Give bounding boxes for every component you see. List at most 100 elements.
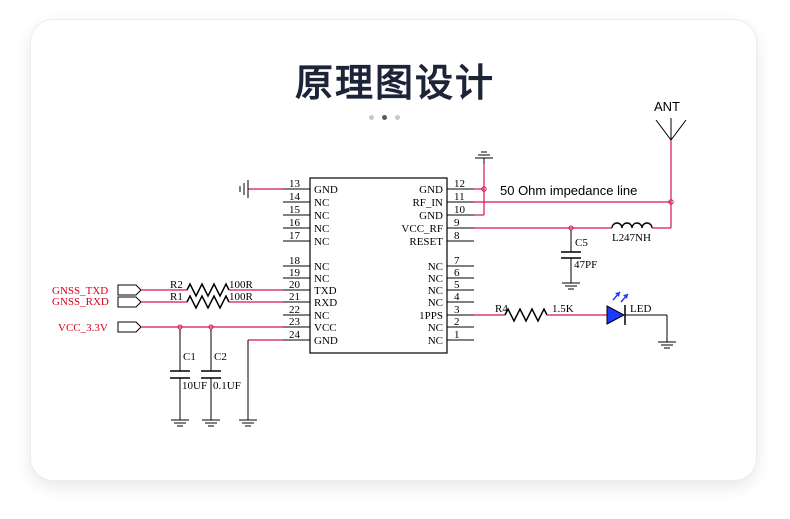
ground-icon [657, 341, 677, 349]
pin-name: TXD [314, 285, 337, 297]
pin-name: NC [314, 223, 329, 235]
pps-line: R4 1.5K LED [474, 291, 677, 349]
antenna-icon: ANT [654, 99, 687, 141]
port-arrow-icon [117, 284, 142, 296]
c2-value: 0.1UF [213, 380, 241, 392]
l2-ref: L2 [612, 232, 624, 244]
ground-icon [238, 419, 258, 427]
pin-21: 21 RXD [283, 291, 337, 309]
pin-16: 16 NC [283, 217, 329, 235]
ground-icon [201, 419, 221, 427]
led-ref: LED [630, 303, 651, 315]
pin-number: 1 [454, 329, 460, 341]
antenna-ref: ANT [654, 99, 680, 114]
pin-name: NC [314, 236, 329, 248]
pin-19: 19 NC [283, 267, 329, 285]
pin-13: 13 GND [283, 178, 338, 196]
pin-name: RF_IN [412, 197, 443, 209]
vcc-rf-line: L2 47NH C5 47PF [474, 222, 671, 290]
capacitor-c2: C2 0.1UF [201, 329, 241, 427]
net-gnss-rxd: GNSS_RXD R1 100R [52, 291, 283, 310]
pin-3: 3 1PPS [419, 304, 474, 322]
gnd-wire-24 [238, 339, 283, 427]
port-arrow-icon [117, 321, 142, 333]
pin-name: NC [428, 261, 443, 273]
r2-ref: R2 [170, 279, 183, 291]
ground-icon [239, 180, 249, 198]
r1-value: 100R [229, 291, 254, 303]
pin-name: NC [428, 297, 443, 309]
pin-6: 6 NC [428, 267, 474, 285]
pin-name: NC [428, 285, 443, 297]
pin-number: 4 [454, 291, 460, 303]
pin-name: NC [314, 210, 329, 222]
pin-name: NC [428, 322, 443, 334]
pin-11: 11 RF_IN [412, 191, 474, 209]
c5-value: 47PF [574, 259, 597, 271]
pin-number: 23 [289, 316, 301, 328]
ground-icon [475, 151, 493, 159]
junction-dot [481, 186, 487, 192]
pin-24: 24 GND [283, 329, 338, 347]
port-arrow-icon [117, 296, 142, 308]
carousel-dot-active[interactable] [382, 115, 387, 120]
page-title: 原理图设计 [294, 61, 495, 105]
c2-ref: C2 [214, 351, 227, 363]
pin-number: 16 [289, 217, 301, 229]
pin-number: 21 [289, 291, 300, 303]
ground-icon [170, 419, 190, 427]
r2-value: 100R [229, 279, 254, 291]
carousel-dot[interactable] [395, 115, 400, 120]
pin-17: 17 NC [283, 230, 329, 248]
pin-name: GND [314, 184, 338, 196]
pin-name: GND [314, 335, 338, 347]
pin-name: NC [428, 273, 443, 285]
rf-line: 50 Ohm impedance line [474, 140, 674, 228]
pin-23: 23 VCC [283, 316, 337, 334]
c5-ref: C5 [575, 237, 588, 249]
r4-value: 1.5K [552, 303, 574, 315]
pin-number: 6 [454, 267, 460, 279]
r1-ref: R1 [170, 291, 183, 303]
resistor-r4-icon [504, 307, 548, 323]
pin-name: NC [314, 310, 329, 322]
pin-name: 1PPS [419, 310, 443, 322]
pin-number: 18 [289, 255, 301, 267]
pin-10: 10 GND [419, 204, 474, 222]
right-pin-group: 12 GND 11 RF_IN 10 GND 9 VCC_RF 8 RESET … [401, 178, 474, 347]
content-card [31, 20, 756, 480]
pin-1: 1 NC [428, 329, 474, 347]
pin-12: 12 GND [419, 178, 474, 196]
pin-name: NC [314, 197, 329, 209]
impedance-annotation: 50 Ohm impedance line [500, 183, 637, 198]
net-vcc: VCC_3.3V [58, 321, 283, 334]
pin-name: NC [314, 261, 329, 273]
pin-name: RESET [409, 236, 443, 248]
pin-name: VCC [314, 322, 337, 334]
resistor-r1-icon [186, 294, 230, 310]
pin-22: 22 NC [283, 304, 329, 322]
pin-number: 9 [454, 217, 460, 229]
pin-number: 20 [289, 279, 301, 291]
net-gnss-txd: GNSS_TXD R2 100R [52, 279, 283, 298]
ground-icon [561, 282, 581, 290]
pin-number: 13 [289, 178, 301, 190]
pin-number: 2 [454, 316, 460, 328]
resistor-r2-icon [186, 282, 230, 298]
pin-name: NC [428, 335, 443, 347]
net-label-vcc: VCC_3.3V [58, 322, 108, 334]
pin-number: 5 [454, 279, 460, 291]
carousel-dot[interactable] [369, 115, 374, 120]
pin-number: 15 [289, 204, 301, 216]
pin-number: 10 [454, 204, 466, 216]
l2-value: 47NH [624, 232, 651, 244]
r4-ref: R4 [495, 303, 508, 315]
pin-name: VCC_RF [401, 223, 443, 235]
pin-2: 2 NC [428, 316, 474, 334]
gnd-wire-12 [474, 151, 493, 216]
pin-number: 17 [289, 230, 301, 242]
pin-name: GND [419, 210, 443, 222]
pin-number: 3 [454, 304, 460, 316]
pin-9: 9 VCC_RF [401, 217, 474, 235]
